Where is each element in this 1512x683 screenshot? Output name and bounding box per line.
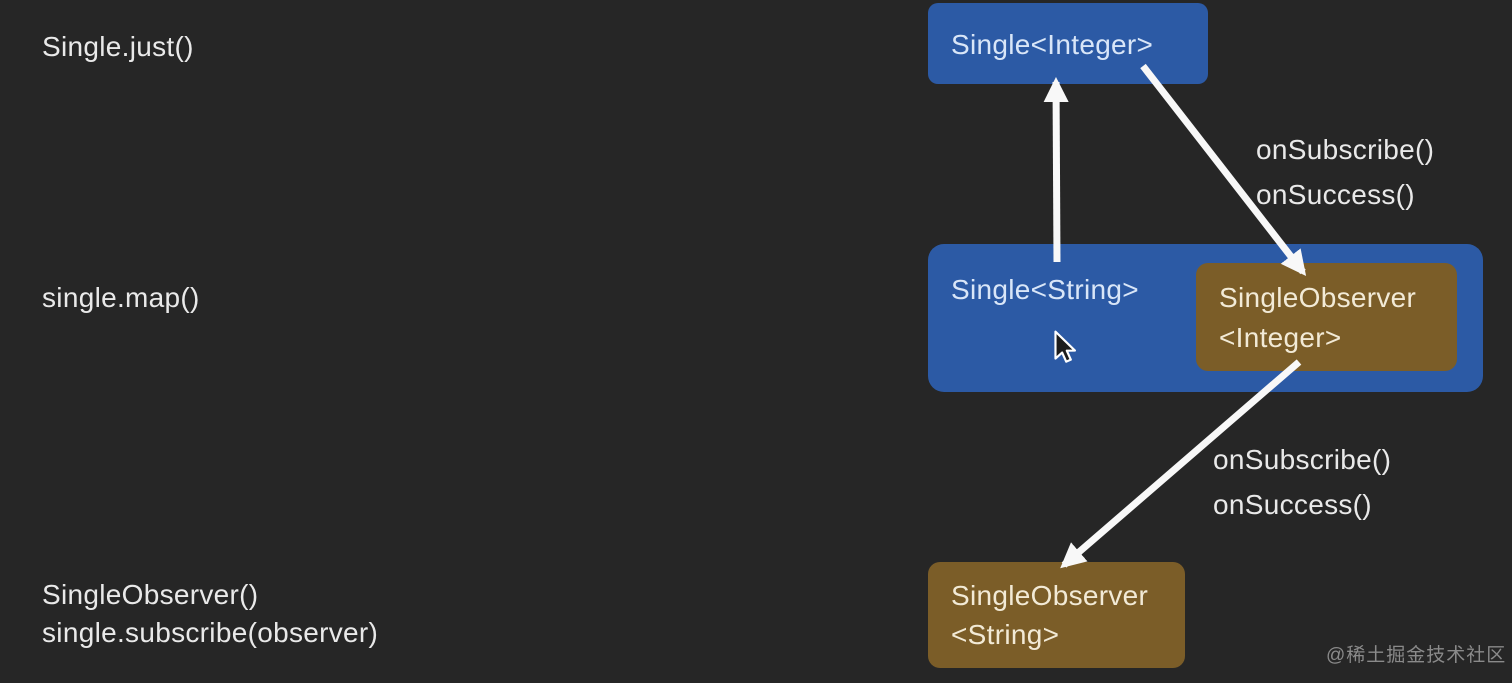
callback-lower-onsubscribe: onSubscribe() — [1213, 444, 1392, 475]
callback-lower-onsuccess: onSuccess() — [1213, 489, 1372, 520]
box-single-observer-string-line2: <String> — [951, 619, 1060, 650]
label-single-subscribe: single.subscribe(observer) — [42, 617, 379, 648]
callbacks-upper: onSubscribe() onSuccess() — [1256, 127, 1434, 217]
box-single-integer: Single<Integer> — [928, 3, 1208, 84]
arrow-map-up-icon — [1043, 76, 1069, 263]
box-single-observer-integer-line2: <Integer> — [1219, 322, 1342, 353]
label-single-map: single.map() — [42, 282, 200, 313]
label-single-just: Single.just() — [42, 31, 194, 62]
box-single-integer-label: Single<Integer> — [951, 29, 1154, 60]
box-single-observer-integer-line1: SingleObserver — [1219, 282, 1417, 313]
label-subscribe-block: SingleObserver() single.subscribe(observ… — [42, 576, 378, 652]
box-single-observer-string-label: SingleObserver <String> — [951, 576, 1148, 654]
box-single-observer-integer: SingleObserver <Integer> — [1196, 263, 1457, 371]
box-single-observer-integer-label: SingleObserver <Integer> — [1219, 278, 1416, 358]
mouse-cursor-icon — [1054, 330, 1077, 363]
callback-upper-onsuccess: onSuccess() — [1256, 179, 1415, 210]
box-single-observer-string-line1: SingleObserver — [951, 580, 1149, 611]
label-single-observer: SingleObserver() — [42, 579, 259, 610]
box-single-string-label: Single<String> — [951, 274, 1139, 305]
watermark: @稀土掘金技术社区 — [1326, 645, 1507, 666]
callback-upper-onsubscribe: onSubscribe() — [1256, 134, 1435, 165]
box-single-observer-string: SingleObserver <String> — [928, 562, 1185, 668]
callbacks-lower: onSubscribe() onSuccess() — [1213, 437, 1391, 527]
